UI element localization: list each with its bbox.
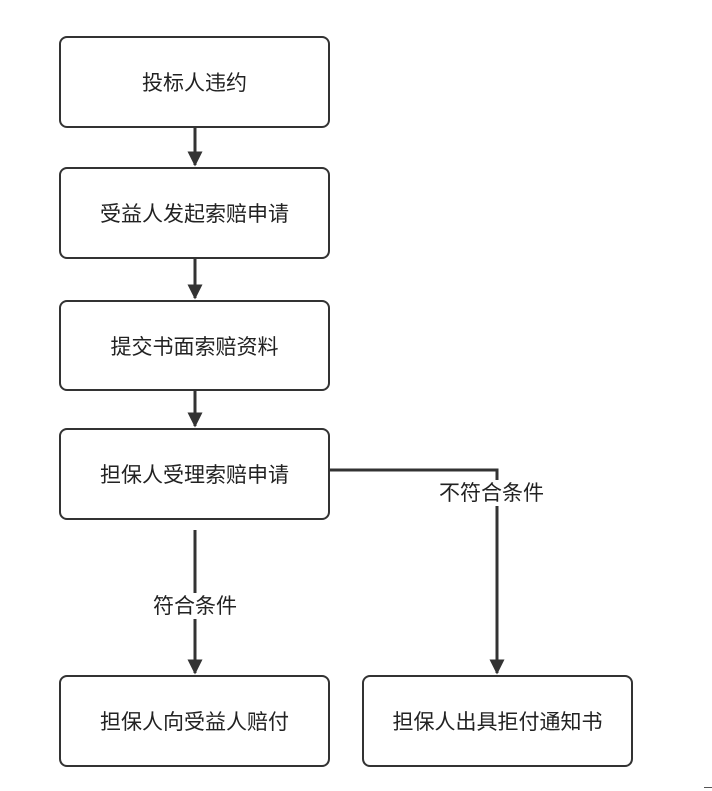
node-label: 担保人出具拒付通知书 bbox=[392, 710, 603, 734]
node-submit-documents: 提交书面索赔资料 bbox=[59, 300, 330, 391]
node-bidder-default: 投标人违约 bbox=[59, 36, 330, 128]
node-label: 投标人违约 bbox=[142, 71, 247, 95]
node-refusal-notice: 担保人出具拒付通知书 bbox=[362, 675, 633, 767]
corner-mark bbox=[704, 787, 712, 788]
node-guarantor-pays: 担保人向受益人赔付 bbox=[59, 675, 330, 767]
node-guarantor-accepts: 担保人受理索赔申请 bbox=[59, 428, 330, 520]
node-label: 担保人受理索赔申请 bbox=[100, 463, 289, 487]
node-label: 受益人发起索赔申请 bbox=[100, 202, 289, 226]
node-label: 担保人向受益人赔付 bbox=[100, 710, 289, 734]
edge-label-condition-met: 符合条件 bbox=[150, 593, 240, 619]
edge-label-condition-not-met: 不符合条件 bbox=[436, 480, 547, 506]
node-label: 提交书面索赔资料 bbox=[110, 334, 279, 359]
arrow-step4-to-refuse bbox=[330, 468, 505, 675]
node-beneficiary-claim: 受益人发起索赔申请 bbox=[59, 167, 330, 259]
